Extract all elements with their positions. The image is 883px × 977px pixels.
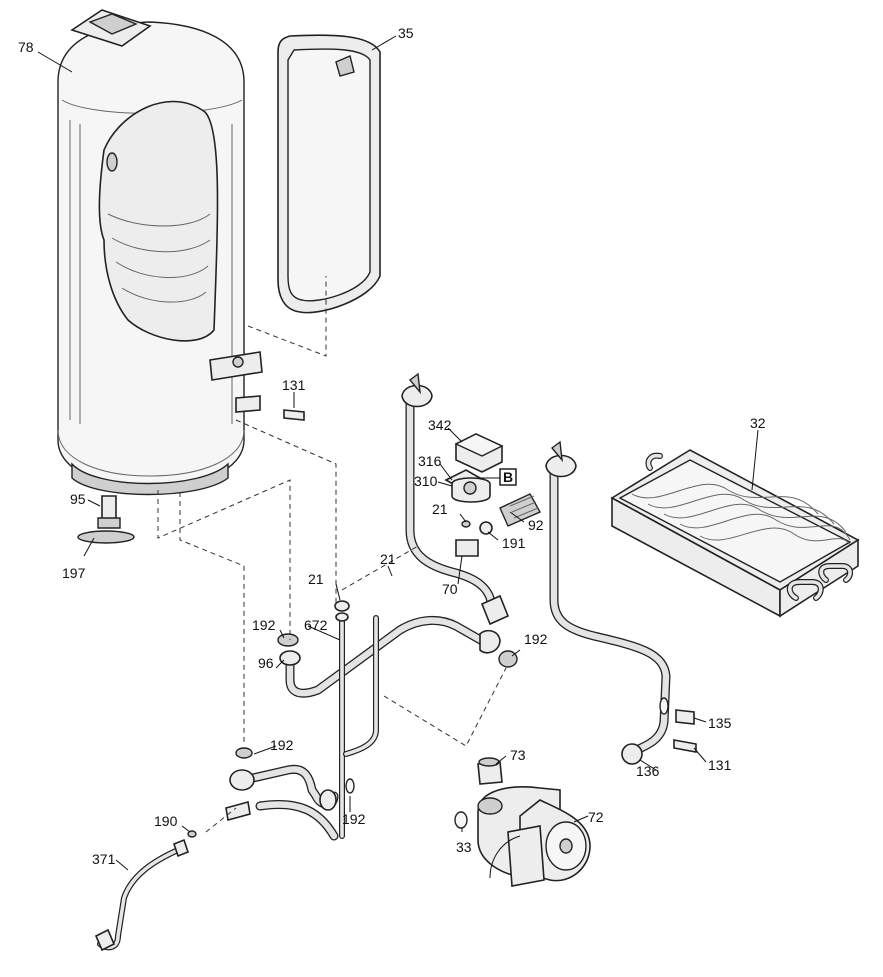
callout-197: 197: [62, 565, 86, 581]
callouts: 78 35 32 131 342 316 310 21 92 191 21 70…: [18, 25, 766, 867]
callout-136: 136: [636, 763, 660, 779]
pipe-136: [545, 440, 697, 765]
callout-72: 72: [588, 809, 604, 825]
callout-192-c: 192: [270, 737, 294, 753]
lower-manifold: [225, 747, 355, 841]
sensor-131: [283, 409, 305, 421]
pump-72: [454, 757, 591, 887]
callout-135: 135: [708, 715, 732, 731]
reference-box-label: B: [503, 469, 513, 485]
reference-box: B: [499, 468, 517, 486]
callout-192-b: 192: [524, 631, 548, 647]
callout-371: 371: [92, 851, 116, 867]
callout-70: 70: [442, 581, 458, 597]
valve-assembly: [444, 433, 541, 557]
callout-310: 310: [414, 473, 438, 489]
callout-316: 316: [418, 453, 442, 469]
callout-35: 35: [398, 25, 414, 41]
pipe-371: [94, 830, 197, 952]
callout-131-tank: 131: [282, 377, 306, 393]
expansion-vessel: [277, 34, 381, 314]
callout-92: 92: [528, 517, 544, 533]
callout-191: 191: [502, 535, 526, 551]
callout-192-a: 192: [252, 617, 276, 633]
callout-21-b: 21: [380, 551, 396, 567]
callout-32: 32: [750, 415, 766, 431]
pipe-96-run: [279, 616, 518, 698]
storage-tank: [57, 9, 263, 557]
callout-96: 96: [258, 655, 274, 671]
heat-exchanger: [610, 449, 860, 618]
callout-95: 95: [70, 491, 86, 507]
dashed-guides: [157, 276, 507, 833]
leader-lines: [37, 35, 759, 871]
callout-78: 78: [18, 39, 34, 55]
callout-192-d: 192: [342, 811, 366, 827]
pipe-672: [277, 600, 379, 839]
callout-131-right: 131: [708, 757, 732, 773]
callout-342: 342: [428, 417, 452, 433]
callout-73: 73: [510, 747, 526, 763]
callout-33: 33: [456, 839, 472, 855]
pipe-70: [401, 372, 510, 626]
callout-190: 190: [154, 813, 178, 829]
callout-21-c: 21: [308, 571, 324, 587]
callout-672: 672: [304, 617, 328, 633]
callout-21-a: 21: [432, 501, 448, 517]
